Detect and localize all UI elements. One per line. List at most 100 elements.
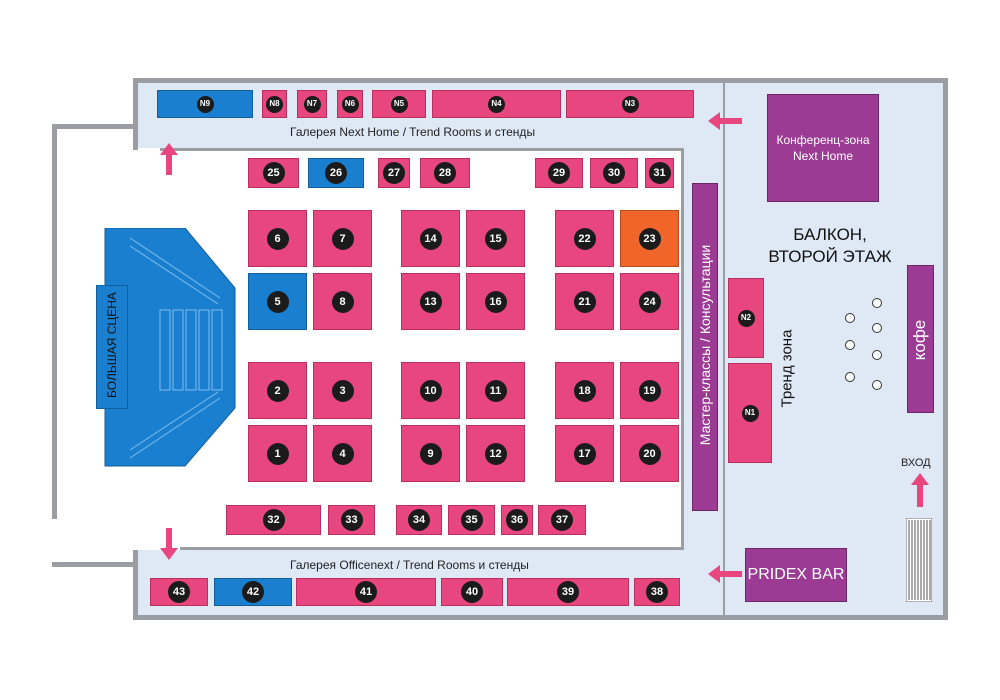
booth-label: 40	[461, 581, 483, 603]
booth-label: 43	[168, 581, 190, 603]
booth-label: 20	[638, 442, 661, 465]
stage	[104, 228, 236, 467]
booth-label: 16	[484, 290, 507, 313]
booth-label: 32	[262, 509, 285, 531]
booth-35[interactable]: 35	[448, 505, 495, 535]
booth-18[interactable]: 18	[555, 362, 614, 419]
booth-2[interactable]: 2	[248, 362, 307, 419]
booth-1[interactable]: 1	[248, 425, 307, 482]
booth-label: 8	[331, 290, 354, 313]
booth-16[interactable]: 16	[466, 273, 525, 330]
booth-label: 33	[340, 509, 363, 531]
booth-28[interactable]: 28	[420, 158, 470, 188]
booth-label: 5	[266, 290, 289, 313]
booth-24[interactable]: 24	[620, 273, 679, 330]
trend-zone-label: Тренд зона	[778, 329, 796, 408]
table-icon	[872, 380, 882, 390]
booth-19[interactable]: 19	[620, 362, 679, 419]
booth-21[interactable]: 21	[555, 273, 614, 330]
booth-43[interactable]: 43	[150, 578, 208, 606]
booth-13[interactable]: 13	[401, 273, 460, 330]
booth-label: 15	[484, 227, 507, 250]
booth-label: 23	[638, 227, 661, 250]
booth-7[interactable]: 7	[313, 210, 372, 267]
conference-zone[interactable]: Конференц-зона Next Home	[767, 94, 879, 202]
booth-12[interactable]: 12	[466, 425, 525, 482]
table-icon	[845, 313, 855, 323]
booth-label: 10	[419, 379, 442, 402]
booth-10[interactable]: 10	[401, 362, 460, 419]
booth-label: 35	[460, 509, 483, 531]
booth-label: 25	[262, 162, 285, 184]
pridex-bar[interactable]: PRIDEX BAR	[745, 548, 847, 602]
arrow-left-icon	[708, 565, 742, 583]
booth-label: N9	[196, 95, 214, 113]
booth-label: 31	[648, 162, 671, 184]
booth-27[interactable]: 27	[378, 158, 410, 188]
booth-label: 17	[573, 442, 596, 465]
booth-n9[interactable]: N9	[157, 90, 253, 118]
coffee-label: кофе	[910, 319, 929, 361]
booth-n1[interactable]: N1	[728, 363, 772, 463]
booth-6[interactable]: 6	[248, 210, 307, 267]
booth-label: 7	[331, 227, 354, 250]
booth-22[interactable]: 22	[555, 210, 614, 267]
booth-label: N8	[266, 95, 283, 113]
booth-label: 13	[419, 290, 442, 313]
booth-41[interactable]: 41	[296, 578, 436, 606]
booth-n7[interactable]: N7	[297, 90, 327, 118]
booth-label: 38	[646, 581, 668, 603]
booth-label: 22	[573, 227, 596, 250]
booth-32[interactable]: 32	[226, 505, 321, 535]
booth-15[interactable]: 15	[466, 210, 525, 267]
table-icon	[872, 298, 882, 308]
booth-label: 9	[419, 442, 442, 465]
outer-wall-top	[133, 78, 948, 83]
booth-30[interactable]: 30	[590, 158, 638, 188]
booth-n2[interactable]: N2	[728, 278, 764, 358]
booth-9[interactable]: 9	[401, 425, 460, 482]
booth-20[interactable]: 20	[620, 425, 679, 482]
coffee-zone[interactable]	[907, 265, 934, 413]
conference-label: Конференц-зона Next Home	[776, 133, 870, 163]
booth-38[interactable]: 38	[634, 578, 680, 606]
booth-33[interactable]: 33	[328, 505, 375, 535]
booth-11[interactable]: 11	[466, 362, 525, 419]
booth-5[interactable]: 5	[248, 273, 307, 330]
booth-17[interactable]: 17	[555, 425, 614, 482]
booth-26[interactable]: 26	[308, 158, 364, 188]
booth-n5[interactable]: N5	[372, 90, 426, 118]
booth-8[interactable]: 8	[313, 273, 372, 330]
booth-label: 1	[266, 442, 289, 465]
booth-3[interactable]: 3	[313, 362, 372, 419]
booth-label: 19	[638, 379, 661, 402]
booth-4[interactable]: 4	[313, 425, 372, 482]
booth-label: 11	[484, 379, 507, 402]
booth-label: 29	[548, 162, 570, 184]
booth-label: N2	[737, 309, 755, 327]
booth-n4[interactable]: N4	[432, 90, 561, 118]
booth-36[interactable]: 36	[501, 505, 533, 535]
left-wall-bracket-top	[52, 124, 138, 129]
booth-n6[interactable]: N6	[337, 90, 363, 118]
booth-label: 30	[603, 162, 625, 184]
booth-31[interactable]: 31	[645, 158, 674, 188]
booth-n3[interactable]: N3	[566, 90, 694, 118]
booth-40[interactable]: 40	[441, 578, 503, 606]
booth-25[interactable]: 25	[248, 158, 299, 188]
booth-42[interactable]: 42	[214, 578, 292, 606]
booth-37[interactable]: 37	[538, 505, 586, 535]
booth-label: 24	[638, 290, 661, 313]
booth-label: N4	[488, 95, 505, 113]
booth-39[interactable]: 39	[507, 578, 629, 606]
booth-label: 21	[573, 290, 596, 313]
booth-29[interactable]: 29	[535, 158, 583, 188]
booth-14[interactable]: 14	[401, 210, 460, 267]
booth-label: 28	[434, 162, 456, 184]
booth-n8[interactable]: N8	[262, 90, 287, 118]
booth-34[interactable]: 34	[396, 505, 442, 535]
hall-inner-wall-right	[681, 148, 684, 550]
booth-23[interactable]: 23	[620, 210, 679, 267]
masterclass-zone[interactable]	[692, 183, 718, 511]
gallery-bottom-label: Галерея Officenext / Trend Rooms и стенд…	[290, 558, 529, 572]
